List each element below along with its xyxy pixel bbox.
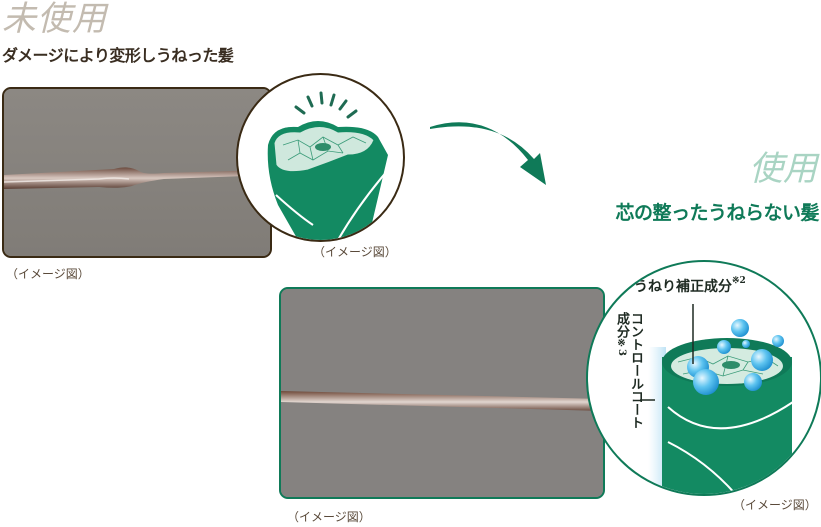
damaged-hair-cross-section-icon xyxy=(267,91,389,240)
before-illustration-caption: （イメージ図） xyxy=(313,245,397,259)
smooth-hair-image xyxy=(281,289,603,497)
control-coat-annotation: コントロールコート成分※3 xyxy=(614,312,643,442)
healthy-hair-cross-section-icon xyxy=(640,304,794,494)
before-hair-photo xyxy=(2,87,272,258)
damaged-hair-image xyxy=(4,89,270,256)
annotation-top-note: ※2 xyxy=(732,276,746,286)
after-illustration-caption: （イメージ図） xyxy=(733,498,817,512)
after-hair-illustration: うねり補正成分※2 コントロールコート成分※3 xyxy=(586,260,821,496)
after-hair-photo xyxy=(279,287,605,499)
annotation-side-line1: コントロールコート xyxy=(628,312,643,429)
before-hair-illustration xyxy=(236,73,405,242)
annotation-top-label: うねり補正成分 xyxy=(634,279,732,295)
before-photo-caption: （イメージ図） xyxy=(6,267,90,281)
curved-arrow-icon xyxy=(430,122,546,185)
after-label: 使用 xyxy=(749,149,817,189)
annotation-side-note: ※3 xyxy=(616,338,627,356)
annotation-side-line2: 成分 xyxy=(614,312,629,338)
after-subtitle: 芯の整ったうねらない髪 xyxy=(615,202,819,224)
before-subtitle: ダメージにより変形しうねった髪 xyxy=(2,46,234,65)
after-photo-caption: （イメージ図） xyxy=(287,510,371,524)
before-label: 未使用 xyxy=(2,0,107,39)
waviness-correction-annotation: うねり補正成分※2 xyxy=(634,276,746,296)
